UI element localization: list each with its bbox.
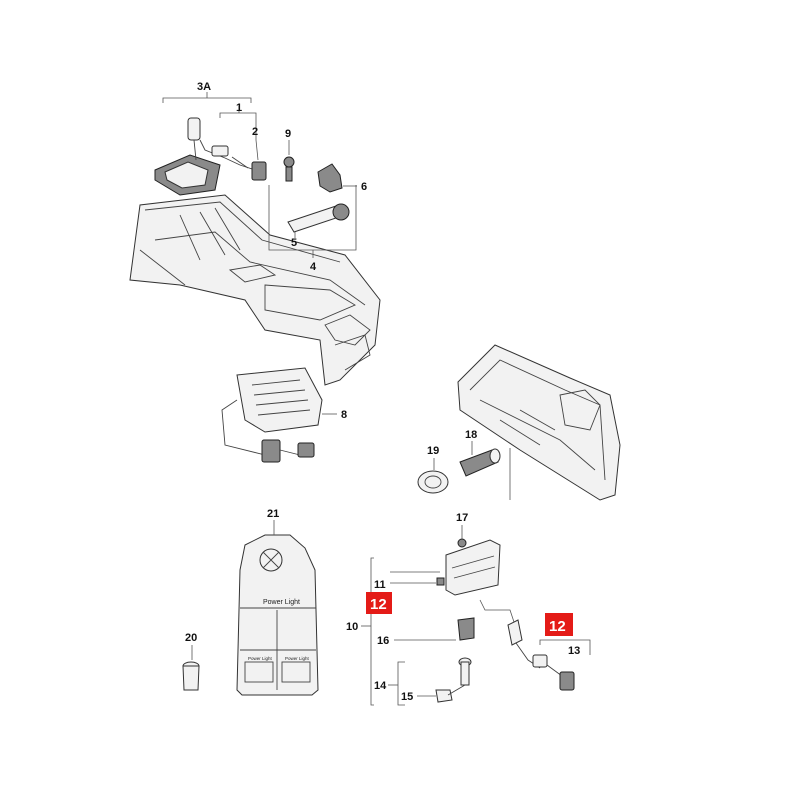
- callout-11: 11: [374, 579, 386, 591]
- callout-16: 16: [377, 635, 389, 647]
- callout-12-highlight-left: 12: [366, 592, 392, 614]
- lighter-insert-20: [182, 645, 200, 691]
- callout-6: 6: [361, 181, 367, 193]
- callout-19: 19: [427, 445, 439, 457]
- lamp-5: [287, 203, 350, 233]
- package-small-text-left: Power Light: [248, 656, 273, 661]
- wiring-harness-13: [507, 619, 591, 691]
- callout-14: 14: [374, 680, 387, 692]
- module-8: [221, 367, 337, 463]
- socket-assembly: [361, 525, 516, 706]
- callout-15: 15: [401, 691, 413, 703]
- callout-10: 10: [346, 621, 358, 633]
- screw-9: [283, 156, 295, 182]
- center-console: [129, 194, 381, 386]
- callout-21: 21: [267, 508, 279, 520]
- package-21: [236, 520, 319, 696]
- ring-19: [417, 458, 449, 494]
- callout-3a: 3A: [197, 81, 211, 93]
- callout-8: 8: [341, 409, 347, 421]
- callout-18: 18: [465, 429, 477, 441]
- callout-4: 4: [310, 261, 317, 273]
- package-small-text-right: Power Light: [285, 656, 310, 661]
- callout-9: 9: [285, 128, 291, 140]
- callout-17: 17: [456, 512, 468, 524]
- callout-13: 13: [568, 645, 580, 657]
- upper-leader-lines: [162, 92, 357, 258]
- dash-panel: [457, 344, 621, 501]
- cap-6: [317, 163, 343, 193]
- lighter-18: [459, 441, 501, 477]
- callout-20: 20: [185, 632, 197, 644]
- callout-5: 5: [291, 237, 297, 249]
- callout-2: 2: [252, 126, 258, 138]
- package-brand-text: Power Light: [263, 599, 300, 606]
- callout-12-highlight-right: 12: [545, 613, 573, 636]
- switch-bracket-3a: [154, 117, 221, 196]
- callout-1: 1: [236, 102, 242, 114]
- callout-12-left: 12: [370, 596, 387, 613]
- callout-12-right: 12: [549, 618, 566, 635]
- wiring-harness-1: [199, 139, 267, 181]
